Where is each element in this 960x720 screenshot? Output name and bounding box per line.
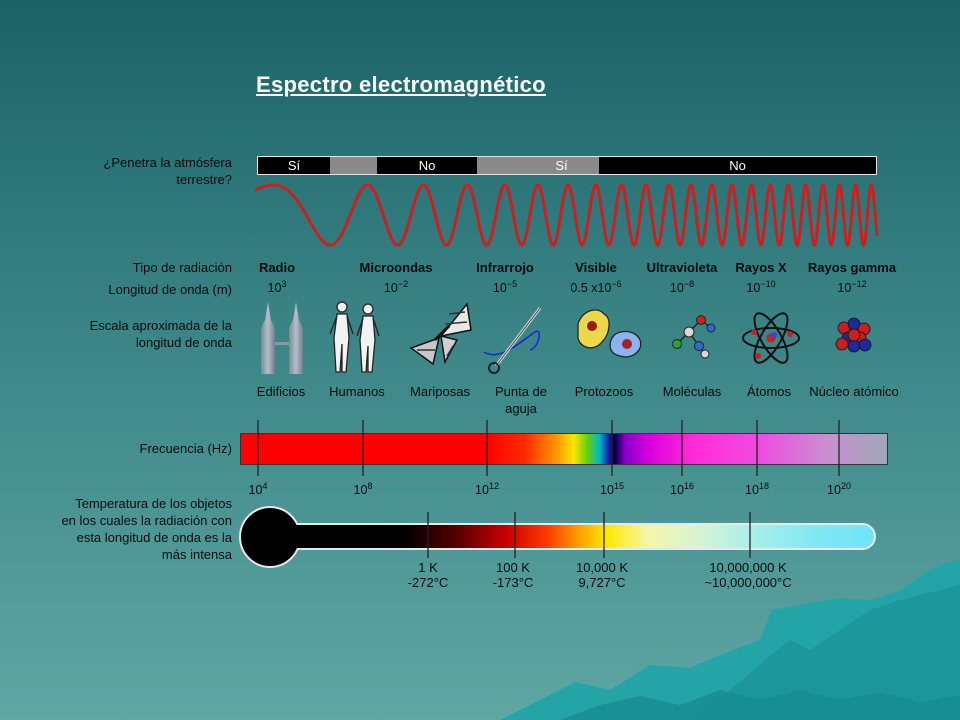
molecule-icon — [672, 315, 716, 359]
atmosphere-segment — [477, 157, 524, 174]
scale-label: Escala aproximada de la longitud de onda — [89, 318, 232, 350]
wave-line — [255, 182, 879, 248]
scale-object-label: Protozoos — [574, 384, 634, 399]
page-title: Espectro electromagnético — [256, 72, 546, 97]
scale-object-label: Átomos — [746, 384, 792, 399]
frequency-ticks — [257, 420, 840, 476]
atmosphere-bar: Sí No Sí No — [257, 156, 877, 175]
radiation-name-microwave: Microondas — [359, 260, 433, 275]
frequency-tick-label: 1015 — [600, 481, 624, 498]
temperature-ticks — [427, 512, 751, 558]
radiation-name-xray: Rayos X — [735, 260, 787, 275]
scale-object-label: Moléculas — [662, 384, 722, 399]
radiation-name-gamma: Rayos gamma — [807, 260, 897, 275]
atmosphere-segment — [330, 157, 377, 174]
wavelength-value: 10−2 — [383, 279, 409, 296]
frequency-bar — [240, 433, 888, 465]
temperature-tick-label: 10,000,000 K~10,000,000°C — [704, 560, 792, 590]
atmosphere-segment: Sí — [258, 157, 330, 174]
wavelength-value: 0.5 x10−6 — [570, 279, 622, 296]
frequency-tick-label: 1016 — [670, 481, 694, 498]
frequency-label: Frecuencia (Hz) — [139, 441, 232, 456]
thermometer-neck — [286, 525, 306, 548]
scale-object-label: Núcleo atómico — [809, 384, 899, 399]
wavelength-value: 10−8 — [669, 279, 695, 296]
frequency-tick-label: 108 — [353, 481, 373, 498]
atom-icon — [742, 312, 800, 364]
frequency-tick-label: 1020 — [827, 481, 851, 498]
atmosphere-segment: No — [377, 157, 477, 174]
wavelength-value: 10−10 — [746, 279, 776, 296]
wavelength-value: 103 — [267, 279, 287, 296]
radiation-type-label: Tipo de radiación — [132, 260, 232, 275]
thermometer-tube — [278, 523, 876, 550]
temperature-label: Temperatura de los objetos en los cuales… — [61, 496, 232, 562]
atmosphere-segment: No — [599, 157, 876, 174]
wavelength-label: Longitud de onda (m) — [108, 282, 232, 297]
scale-object-label: Humanos — [329, 384, 385, 399]
radiation-name-infrared: Infrarrojo — [476, 260, 534, 275]
buildings-icon — [261, 302, 303, 374]
frequency-tick-label: 1012 — [475, 481, 499, 498]
frequency-tick-label: 1018 — [745, 481, 769, 498]
temperature-tick-label: 100 K-173°C — [492, 560, 534, 590]
protozoa-icon — [577, 309, 642, 358]
needle-icon — [483, 307, 542, 374]
thermometer-bulb — [239, 506, 301, 568]
radiation-name-visible: Visible — [575, 260, 617, 275]
radiation-name-ultraviolet: Ultravioleta — [646, 260, 718, 275]
atmosphere-label: ¿Penetra la atmósfera terrestre? — [103, 155, 232, 187]
butterfly-icon — [409, 302, 472, 366]
frequency-tick-label: 104 — [248, 481, 268, 498]
wave-graphic — [255, 182, 879, 248]
radiation-name-radio: Radio — [258, 260, 296, 275]
nucleus-icon — [835, 317, 872, 353]
scale-object-label: Punta de aguja — [494, 384, 548, 416]
wavelength-value: 10−5 — [492, 279, 518, 296]
temperature-tick-label: 1 K-272°C — [407, 560, 449, 590]
atmosphere-segment: Sí — [524, 157, 599, 174]
humans-icon — [329, 301, 380, 373]
scale-object-label: Edificios — [256, 384, 306, 399]
wavelength-value: 10−12 — [837, 279, 867, 296]
scale-object-label: Mariposas — [410, 384, 470, 399]
